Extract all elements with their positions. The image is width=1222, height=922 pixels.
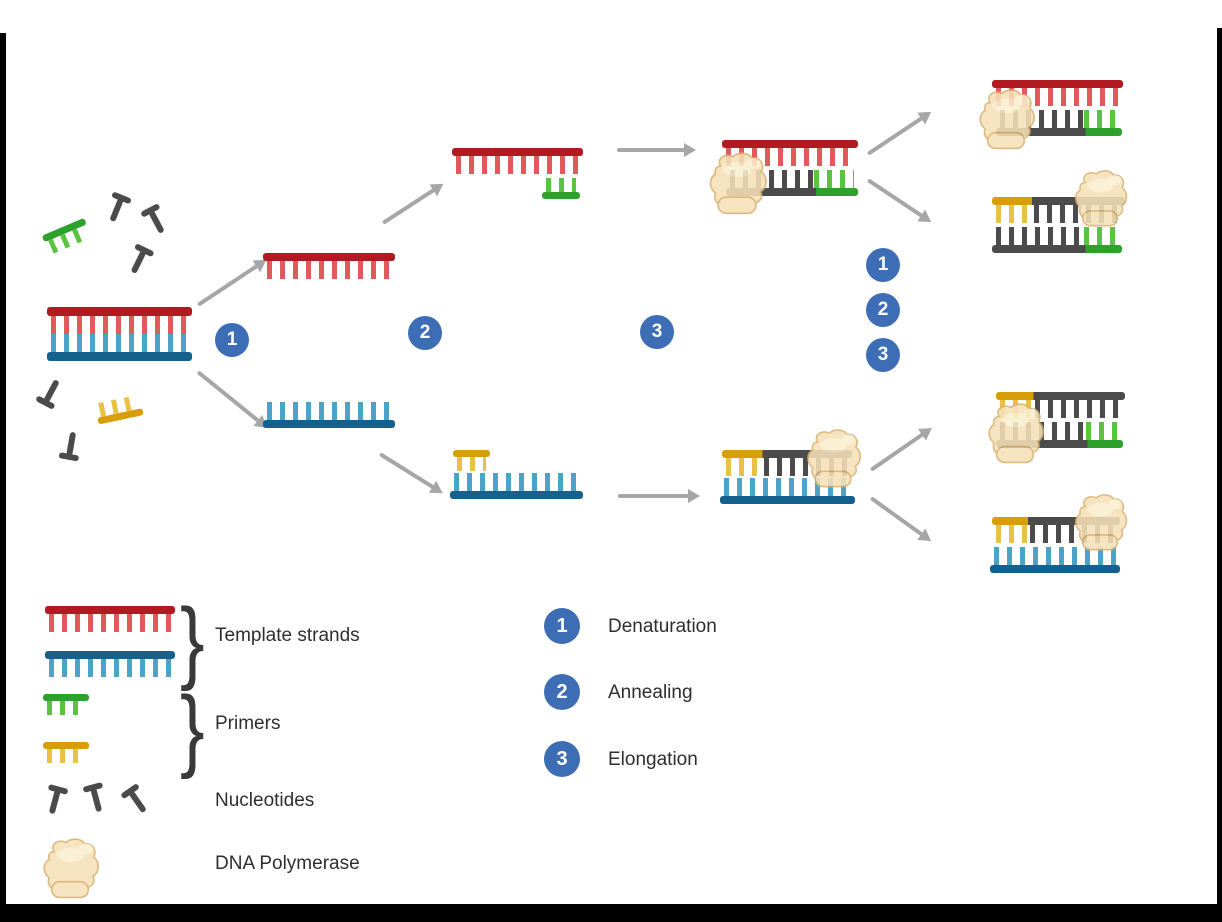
annealed-green-primer: [542, 178, 580, 199]
legend-blue-template: [45, 651, 175, 677]
flow-arrow: [381, 184, 442, 225]
step3-number: 3: [651, 321, 663, 342]
nucleotide-icon: [102, 191, 132, 226]
legend-step1-number: 1: [556, 614, 568, 637]
flow-arrow: [196, 260, 265, 307]
green-primer-free: [41, 217, 93, 255]
flow-arrow: [617, 148, 692, 152]
annealed-blue-template: [450, 473, 583, 499]
product4-blue-template: [990, 547, 1120, 573]
legend-brace-templates: }: [180, 590, 205, 692]
legend-nucleotides-label: Nucleotides: [215, 790, 315, 811]
legend-step3-circle: 3: [544, 741, 580, 777]
annealed-yellow-primer: [453, 450, 490, 471]
frame-bottom-edge: [0, 904, 1222, 922]
flow-arrow: [866, 112, 930, 156]
nucleotide-icon: [140, 203, 172, 239]
denatured-blue-strand: [263, 402, 395, 428]
legend-brace-primers: }: [180, 678, 205, 780]
flow-arrow: [869, 428, 930, 472]
denatured-red-strand: [263, 253, 395, 279]
nucleotide-icon: [82, 781, 109, 816]
dna-polymerase-icon: [807, 429, 862, 488]
cycle-step3-circle: 3: [866, 338, 900, 372]
dna-polymerase-icon: [979, 89, 1035, 150]
frame-right-edge: [1217, 28, 1222, 922]
legend-annealing-label: Annealing: [608, 682, 693, 703]
legend-green-primer: [43, 694, 89, 715]
frame-left-edge: [0, 33, 6, 922]
legend-template-strands-label: Template strands: [215, 625, 360, 646]
nucleotide-icon: [123, 243, 155, 279]
dna-polymerase-icon: [709, 152, 767, 215]
product2-bottom-strand: [992, 227, 1122, 253]
legend-denaturation-label: Denaturation: [608, 616, 717, 637]
cycle-step2-circle: 2: [866, 293, 900, 327]
dna-polymerase-icon: [1074, 170, 1128, 227]
nucleotide-icon: [120, 782, 154, 819]
flow-arrow: [618, 494, 696, 498]
step1-circle: 1: [215, 323, 249, 357]
legend-step2-number: 2: [556, 680, 568, 703]
legend-step1-circle: 1: [544, 608, 580, 644]
legend-yellow-primer: [43, 742, 89, 763]
legend-elongation-label: Elongation: [608, 749, 698, 770]
cycle-step2-number: 2: [877, 299, 889, 320]
nucleotide-icon: [35, 374, 67, 410]
initial-dsdna: [47, 307, 192, 361]
step1-number: 1: [226, 329, 238, 350]
legend-step3-number: 3: [556, 747, 568, 770]
legend-red-template: [45, 606, 175, 632]
cycle-step3-number: 3: [877, 344, 889, 365]
nucleotide-icon: [41, 783, 69, 818]
flow-arrow: [866, 178, 930, 222]
step2-number: 2: [419, 322, 431, 343]
nucleotide-icon: [58, 428, 84, 462]
legend-step2-circle: 2: [544, 674, 580, 710]
step3-circle: 3: [640, 315, 674, 349]
flow-arrow: [196, 370, 266, 428]
cycle-step1-number: 1: [877, 254, 889, 275]
annealed-red-template: [452, 148, 583, 174]
dna-polymerase-icon: [43, 838, 99, 899]
step2-circle: 2: [408, 316, 442, 350]
yellow-primer-free: [94, 394, 144, 425]
flow-arrow: [378, 452, 441, 493]
dna-polymerase-icon: [1074, 494, 1128, 551]
legend-dna-polymerase-label: DNA Polymerase: [215, 853, 360, 874]
cycle-step1-circle: 1: [866, 248, 900, 282]
dna-polymerase-icon: [988, 403, 1044, 464]
flow-arrow: [869, 496, 930, 541]
legend-primers-label: Primers: [215, 713, 281, 734]
